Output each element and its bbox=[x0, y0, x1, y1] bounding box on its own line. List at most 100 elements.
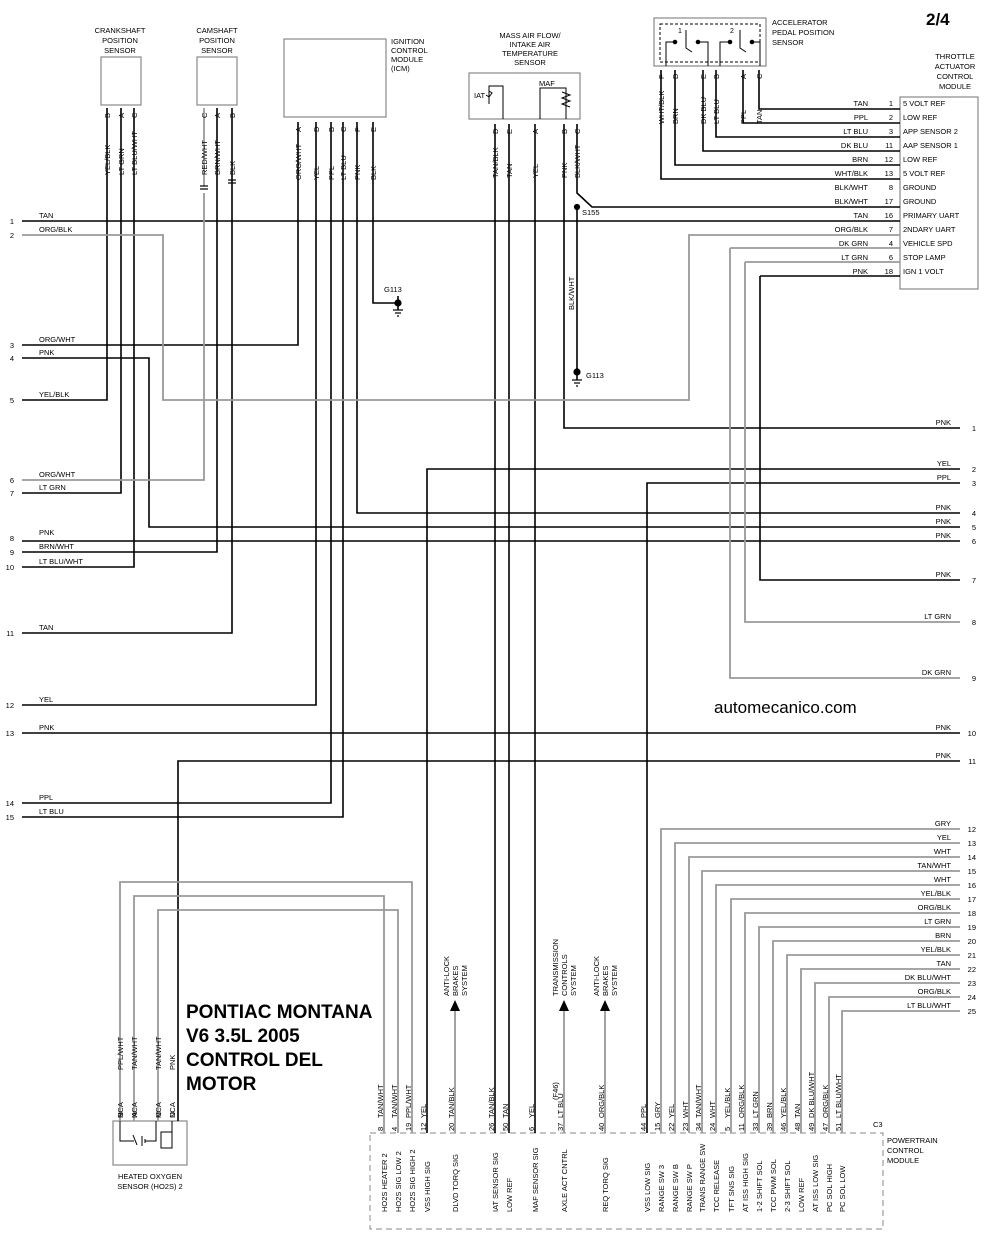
system-arrows bbox=[450, 1000, 610, 1011]
pcm-pin-number: 22 bbox=[667, 1123, 676, 1131]
tac-label: CONTROL bbox=[937, 72, 974, 81]
splice-s155: S155 bbox=[582, 208, 600, 217]
maf-label: MASS AIR FLOW/ bbox=[499, 31, 561, 40]
left-ref-wire: BRN/WHT bbox=[39, 542, 74, 551]
o2-wire-color: PPL/WHT bbox=[116, 1036, 125, 1070]
icm-box bbox=[283, 38, 387, 118]
pcm-pin-function: TRANS RANGE SW bbox=[698, 1143, 707, 1212]
pcm-pin-function: MAF SENSOR SIG bbox=[531, 1147, 540, 1212]
crankshaft-sensor-box bbox=[100, 56, 142, 106]
left-ref-number: 9 bbox=[10, 548, 14, 557]
pcm-wire-color: TAN/WHT bbox=[376, 1084, 385, 1118]
pcm-pin-function: LOW REF bbox=[797, 1177, 806, 1212]
blkwht-vertical-label: BLK/WHT bbox=[567, 276, 576, 310]
crankshaft-label: POSITION bbox=[102, 36, 138, 45]
tac-wire-color: PNK bbox=[853, 267, 868, 276]
app-pin: D bbox=[671, 73, 680, 79]
pcm-wire-color: WHT bbox=[681, 1101, 690, 1118]
pcm-pin-number: 23 bbox=[681, 1123, 690, 1131]
icm-pin: B bbox=[327, 127, 336, 132]
right-ref-wire: PNK bbox=[936, 418, 951, 427]
left-ref-number: 1 bbox=[10, 217, 14, 226]
tac-pin-number: 11 bbox=[885, 141, 893, 150]
o2-nca-label: NCA bbox=[116, 1102, 125, 1118]
pcm-pin-number: 12 bbox=[419, 1123, 428, 1131]
app-wire-color: BRN bbox=[671, 108, 680, 124]
right-ref-wire: LT BLU/WHT bbox=[907, 1001, 951, 1010]
tac-pin-function: IGN 1 VOLT bbox=[903, 267, 944, 276]
right-ref-number: 25 bbox=[968, 1007, 976, 1016]
crankshaft-pin: B bbox=[103, 113, 112, 118]
tac-pin-function: STOP LAMP bbox=[903, 253, 946, 262]
tac-pin-function: 5 VOLT REF bbox=[903, 99, 946, 108]
title-line: PONTIAC MONTANA bbox=[186, 1002, 373, 1023]
tac-pin-function: LOW REF bbox=[903, 113, 938, 122]
pcm-pin-function: AT ISS LOW SIG bbox=[811, 1155, 820, 1212]
tac-pin-number: 16 bbox=[885, 211, 893, 220]
left-ref-wire: LT BLU bbox=[39, 807, 64, 816]
pcm-pin-function: DLVD TORQ SIG bbox=[451, 1154, 460, 1212]
icm-pin: C bbox=[339, 126, 348, 132]
pcm-wire-color: YEL bbox=[667, 1104, 676, 1118]
watermark: automecanico.com bbox=[714, 698, 857, 717]
pcm-pin-number: 33 bbox=[751, 1123, 760, 1131]
tac-pin-function: VEHICLE SPD bbox=[903, 239, 953, 248]
tac-pin-function: AAP SENSOR 1 bbox=[903, 141, 958, 150]
left-ref-wire: YEL/BLK bbox=[39, 390, 69, 399]
icm-wire-color: PNK bbox=[353, 165, 362, 180]
title-line: MOTOR bbox=[186, 1074, 257, 1095]
tac-wire-color: BLK/WHT bbox=[835, 197, 869, 206]
system-arrow-label: ANTI-LOCK bbox=[442, 956, 451, 996]
right-ref-number: 19 bbox=[968, 923, 976, 932]
left-ref-number: 4 bbox=[10, 354, 14, 363]
maf-pin: E bbox=[505, 129, 514, 134]
camshaft-wire-color: BRN/WHT bbox=[213, 140, 222, 175]
right-ref-wire: PNK bbox=[936, 503, 951, 512]
o2-label: SENSOR (HO2S) 2 bbox=[117, 1182, 182, 1191]
pcm-label: CONTROL bbox=[887, 1146, 924, 1155]
pcm-pin-function: HO2S HEATER 2 bbox=[380, 1153, 389, 1212]
connector-markers bbox=[200, 179, 581, 376]
right-ref-wire: ORG/BLK bbox=[918, 987, 951, 996]
maf-wire-color: YEL bbox=[531, 164, 540, 178]
o2-nca-label: NCA bbox=[130, 1102, 139, 1118]
system-arrow-note: (F46) bbox=[551, 1082, 560, 1100]
maf-wire-color: PNK bbox=[560, 163, 569, 178]
tac-pin-number: 17 bbox=[885, 197, 893, 206]
title-line: CONTROL DEL bbox=[186, 1050, 323, 1071]
tac-pin-number: 12 bbox=[885, 155, 893, 164]
left-ref-number: 13 bbox=[6, 729, 14, 738]
pcm-pin-function: RANGE SW 3 bbox=[657, 1165, 666, 1212]
right-ref-number: 24 bbox=[968, 993, 976, 1002]
pcm-pin-function: PC SOL LOW bbox=[838, 1165, 847, 1212]
maf-element-label: MAF bbox=[539, 79, 555, 88]
system-arrow-label: SYSTEM bbox=[460, 965, 469, 996]
crankshaft-wire-color: YEL/BLK bbox=[103, 145, 112, 175]
system-arrow-label: BRAKES bbox=[601, 966, 610, 996]
o2-wire-color: PNK bbox=[168, 1055, 177, 1070]
tac-pin-number: 3 bbox=[889, 127, 893, 136]
system-arrow-label: ANTI-LOCK bbox=[592, 956, 601, 996]
pcm-pin-number: 49 bbox=[807, 1123, 816, 1131]
right-ref-wire: ORG/BLK bbox=[918, 903, 951, 912]
pcm-wire-color: DK BLU/WHT bbox=[807, 1071, 816, 1118]
app-element-2: 2 bbox=[730, 28, 734, 35]
maf-pin: A bbox=[531, 129, 540, 134]
maf-pin: C bbox=[573, 128, 582, 134]
system-arrow-label: SYSTEM bbox=[569, 965, 578, 996]
tac-pin-number: 7 bbox=[889, 225, 893, 234]
left-ref-number: 2 bbox=[10, 231, 14, 240]
pcm-pin-function: HO2S SIG HIGH 2 bbox=[408, 1149, 417, 1212]
pcm-wire-color: YEL/BLK bbox=[723, 1088, 732, 1118]
camshaft-label: SENSOR bbox=[201, 46, 233, 55]
right-ref-wire: DK BLU/WHT bbox=[905, 973, 952, 982]
pcm-pin-number: 11 bbox=[737, 1123, 746, 1131]
right-ref-wire: DK GRN bbox=[922, 668, 951, 677]
o2-wire-color: TAN/WHT bbox=[130, 1036, 139, 1070]
crankshaft-label: SENSOR bbox=[104, 46, 136, 55]
wires-gray bbox=[22, 108, 960, 1133]
pcm-wire-color: TAN/WHT bbox=[390, 1084, 399, 1118]
crankshaft-pin: A bbox=[117, 113, 126, 118]
left-ref-number: 6 bbox=[10, 476, 14, 485]
